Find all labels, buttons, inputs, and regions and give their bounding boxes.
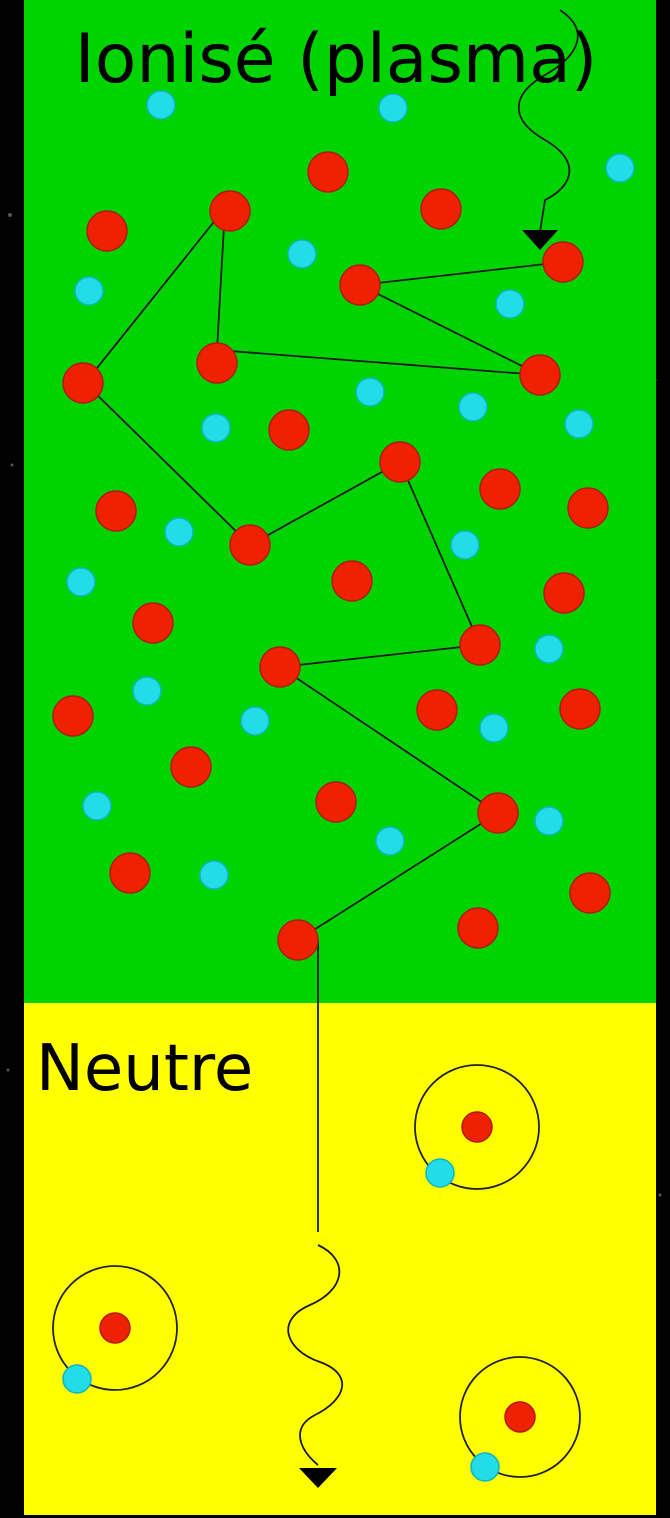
ion-particle [544,573,584,613]
ion-particle [332,561,372,601]
ion-particle [63,363,103,403]
ion-particle [308,152,348,192]
ion-particle [110,853,150,893]
ion-particle [316,782,356,822]
plasma-label: Ionisé (plasma) [75,20,598,99]
electron-particle [67,568,95,596]
atom-electron [471,1453,499,1481]
ion-particle [458,908,498,948]
ion-particle [560,689,600,729]
atom-electron [426,1159,454,1187]
electron-particle [496,290,524,318]
electron-particle [241,707,269,735]
ion-particle [421,189,461,229]
ion-particle [380,442,420,482]
ion-particle [480,469,520,509]
ion-particle [53,696,93,736]
electron-particle [565,410,593,438]
atom-electron [63,1365,91,1393]
electron-particle [480,714,508,742]
electron-particle [75,277,103,305]
atom-nucleus [505,1402,535,1432]
neutral-label: Neutre [36,1032,253,1106]
ion-particle [260,647,300,687]
ion-particle [87,211,127,251]
electron-particle [288,240,316,268]
electron-particle [165,518,193,546]
electron-particle [200,861,228,889]
ion-particle [460,625,500,665]
electron-particle [535,635,563,663]
ion-particle [520,355,560,395]
ion-particle [269,410,309,450]
ion-particle [568,488,608,528]
ion-particle [96,491,136,531]
electron-particle [202,414,230,442]
ion-particle [171,747,211,787]
ion-particle [478,793,518,833]
ion-particle [543,242,583,282]
ion-particle [570,873,610,913]
electron-particle [83,792,111,820]
ion-particle [278,920,318,960]
electron-particle [451,531,479,559]
electron-particle [459,393,487,421]
electron-particle [356,378,384,406]
electron-particle [376,827,404,855]
atom-nucleus [462,1112,492,1142]
ion-particle [230,525,270,565]
ion-particle [210,191,250,231]
atom-nucleus [100,1313,130,1343]
electron-particle [133,677,161,705]
electron-particle [535,807,563,835]
ion-particle [197,343,237,383]
electron-particle [606,154,634,182]
ion-particle [133,603,173,643]
ion-particle [417,690,457,730]
ion-particle [340,265,380,305]
